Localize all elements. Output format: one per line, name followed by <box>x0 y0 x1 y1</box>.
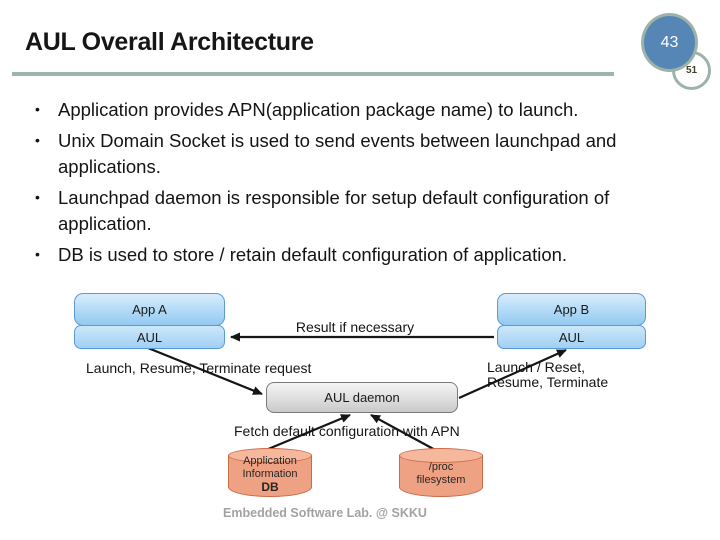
bullet-marker: • <box>35 101 40 117</box>
db-label-line: Information <box>242 468 298 480</box>
page-number-badge: 43 <box>641 13 698 72</box>
bullet-marker: • <box>35 189 40 205</box>
arrow-launch-reset <box>458 348 567 400</box>
bullet-text-line: applications. <box>58 156 161 177</box>
app-info-db-cylinder-top <box>228 448 312 463</box>
db-label-line: Application <box>243 455 297 467</box>
app-info-db-label: Application Information DB <box>228 455 312 494</box>
launch-reset-label-line2: Resume, Terminate <box>487 374 609 390</box>
proc-label-line: /proc <box>428 461 454 473</box>
bullet-list: • Application provides APN(application p… <box>30 97 616 273</box>
bullet-text-line: application. <box>58 213 152 234</box>
bullet-item: • Unix Domain Socket is used to send eve… <box>30 128 616 180</box>
launch-request-label: Launch, Resume, Terminate request <box>86 360 312 376</box>
bullet-item: • Launchpad daemon is responsible for se… <box>30 185 616 237</box>
aul-daemon-box: AUL daemon <box>266 382 458 413</box>
bullet-item: • DB is used to store / retain default c… <box>30 242 616 268</box>
page-title: AUL Overall Architecture <box>25 28 314 56</box>
arrow-launch-request <box>147 346 263 396</box>
app-a-box: App A <box>74 293 225 326</box>
bullet-item: • Application provides APN(application p… <box>30 97 616 123</box>
arrow-db-to-daemon <box>260 413 351 454</box>
bullet-marker: • <box>35 246 40 262</box>
proc-label-line: filesystem <box>416 474 466 486</box>
bullet-text-line: Unix Domain Socket is used to send event… <box>58 130 617 151</box>
bullet-text-line: Application provides APN(application pac… <box>58 99 579 120</box>
aul-a-box: AUL <box>74 325 225 349</box>
arrow-proc-to-daemon <box>370 414 440 453</box>
bullet-marker: • <box>35 132 40 148</box>
proc-filesystem-label: /proc filesystem <box>399 461 483 487</box>
bullet-text-line: Launchpad daemon is responsible for setu… <box>58 187 610 208</box>
footer-text: Embedded Software Lab. @ SKKU <box>223 506 427 520</box>
proc-filesystem-cylinder-top <box>399 448 483 463</box>
fetch-config-label: Fetch default configuration with APN <box>234 423 460 439</box>
app-b-box: App B <box>497 293 646 326</box>
proc-filesystem-cylinder <box>399 455 483 497</box>
launch-reset-label: Launch / Reset, Resume, Terminate <box>487 360 608 390</box>
title-underline <box>12 72 614 76</box>
bullet-text-line: DB is used to store / retain default con… <box>58 244 568 265</box>
db-label-line: DB <box>261 480 279 494</box>
aul-b-box: AUL <box>497 325 646 349</box>
result-arrow-label: Result if necessary <box>295 319 415 335</box>
launch-reset-label-line1: Launch / Reset, <box>487 359 586 375</box>
